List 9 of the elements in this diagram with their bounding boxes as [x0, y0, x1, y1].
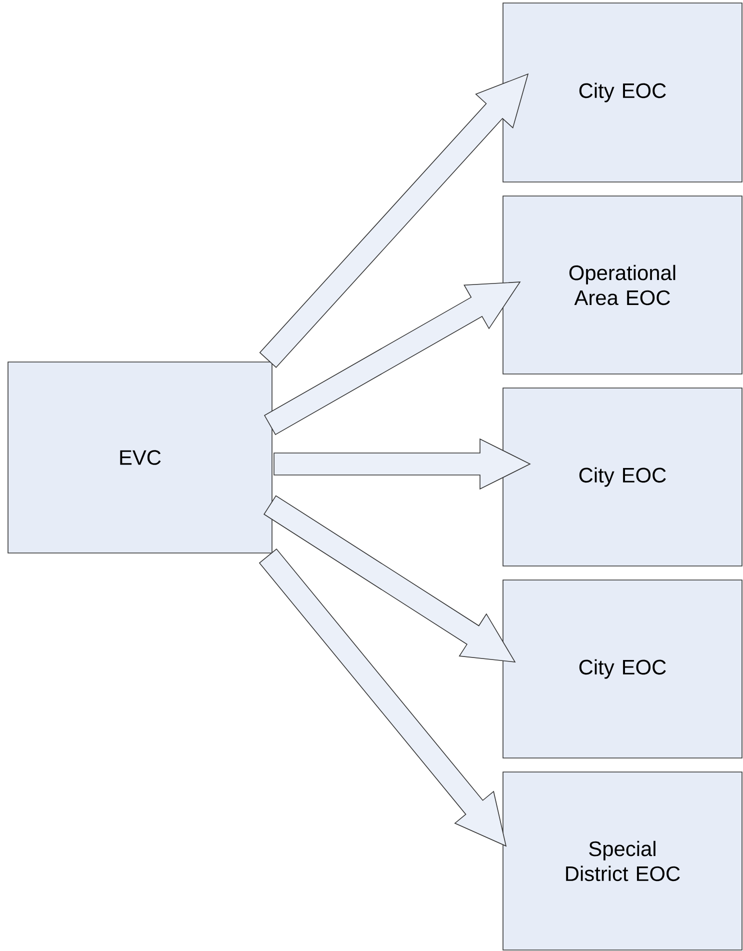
box: Operational Area EOC: [502, 196, 742, 374]
box: Special District EOC: [502, 772, 742, 950]
box: City EOC: [502, 580, 742, 758]
box: EVC: [8, 362, 272, 554]
block-arrow: [274, 438, 531, 490]
block-arrow: [264, 495, 516, 662]
box: City EOC: [502, 2, 742, 182]
block-arrow: [259, 73, 529, 368]
box: City EOC: [502, 388, 742, 566]
